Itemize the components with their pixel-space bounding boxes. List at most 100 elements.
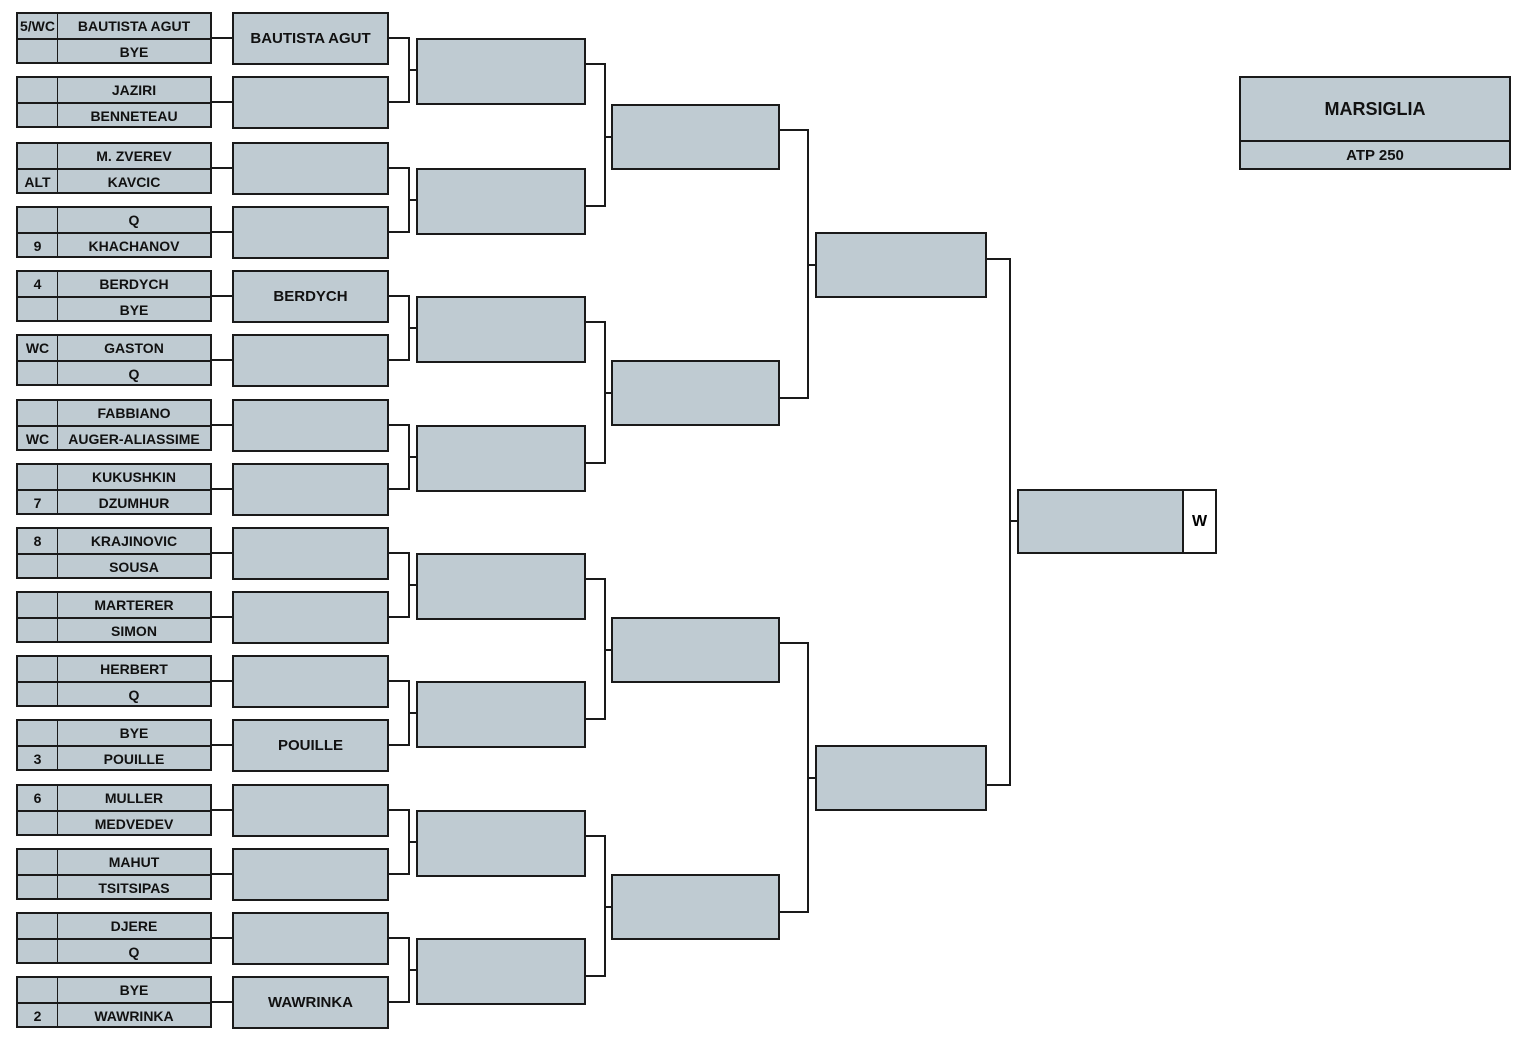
bracket-connector (604, 392, 611, 394)
round-of-16-slot (232, 334, 389, 387)
bracket-connector (389, 873, 410, 875)
player-name: WAWRINKA (94, 1008, 174, 1024)
seed-cell (18, 465, 58, 489)
player-row: BYE (18, 721, 210, 745)
bracket-connector (586, 578, 606, 580)
player-row: MEDVEDEV (18, 810, 210, 836)
player-row: JAZIRI (18, 78, 210, 102)
bracket-connector (389, 1001, 410, 1003)
bracket-connector (212, 295, 232, 297)
bracket-connector (212, 37, 232, 39)
bracket-connector (212, 616, 232, 618)
seed-cell: 3 (18, 747, 58, 771)
seed-cell: 5/WC (18, 14, 58, 38)
winner-label: W (1182, 489, 1217, 554)
seed-cell (18, 619, 58, 643)
player-name: KHACHANOV (88, 238, 180, 254)
bracket-connector (389, 937, 410, 939)
seed-cell (18, 657, 58, 681)
player-row: SOUSA (18, 553, 210, 579)
bracket-connector (212, 744, 232, 746)
bracket-connector (212, 937, 232, 939)
bracket-connector (586, 835, 606, 837)
bracket-connector (586, 321, 606, 323)
quarterfinal-slot (416, 296, 586, 363)
seed-cell (18, 104, 58, 128)
seed-cell: 9 (18, 234, 58, 258)
semifinal-slot (611, 617, 780, 683)
player-row: BYE (18, 978, 210, 1002)
bracket-connector (586, 462, 606, 464)
round-of-16-slot: POUILLE (232, 719, 389, 772)
bracket-connector (389, 37, 410, 39)
bracket-connector (389, 359, 410, 361)
bracket-connector (1009, 258, 1011, 786)
tournament-category: ATP 250 (1346, 146, 1404, 164)
bracket-connector (408, 69, 416, 71)
player-name: SOUSA (109, 559, 159, 575)
round-of-16-slot (232, 142, 389, 195)
bracket-connector (987, 258, 1011, 260)
seed-cell: 7 (18, 491, 58, 515)
player-name: DZUMHUR (98, 495, 170, 511)
player-row: Q (18, 360, 210, 386)
quarterfinal-slot (416, 425, 586, 492)
player-row: 3 POUILLE (18, 745, 210, 771)
quarterfinal-slot (416, 681, 586, 748)
round-of-16-slot: BAUTISTA AGUT (232, 12, 389, 65)
bracket-connector (408, 584, 416, 586)
player-row: 2 WAWRINKA (18, 1002, 210, 1028)
player-name: Q (128, 366, 140, 382)
seed-cell: 2 (18, 1004, 58, 1028)
bracket-connector (1009, 520, 1017, 522)
quarterfinal-slot (416, 938, 586, 1005)
seed-cell (18, 914, 58, 938)
player-row: MARTERER (18, 593, 210, 617)
player-name: MEDVEDEV (94, 816, 174, 832)
bracket-connector (780, 129, 809, 131)
player-row: KUKUSHKIN (18, 465, 210, 489)
player-row: HERBERT (18, 657, 210, 681)
final-slot (815, 232, 987, 298)
bracket-connector (212, 101, 232, 103)
champion-slot (1017, 489, 1184, 554)
semifinal-slot (611, 874, 780, 940)
player-row: M. ZVEREV (18, 144, 210, 168)
player-name: TSITSIPAS (98, 880, 170, 896)
seed-cell (18, 683, 58, 707)
bracket-connector (586, 205, 606, 207)
bracket-connector (408, 327, 416, 329)
bracket-connector (408, 456, 416, 458)
seed-cell (18, 144, 58, 168)
semifinal-slot (611, 104, 780, 170)
bracket-connector (212, 167, 232, 169)
bracket-connector (408, 199, 416, 201)
round-of-16-slot (232, 655, 389, 708)
bracket-connector (604, 649, 611, 651)
round-of-16-slot: BERDYCH (232, 270, 389, 323)
quarterfinal-slot (416, 553, 586, 620)
bracket-connector (212, 231, 232, 233)
bracket-connector (212, 873, 232, 875)
bracket-connector (780, 642, 809, 644)
seed-cell (18, 850, 58, 874)
tournament-name: MARSIGLIA (1241, 78, 1509, 142)
player-name: POUILLE (103, 751, 165, 767)
seed-cell (18, 78, 58, 102)
bracket-connector (586, 975, 606, 977)
round-of-16-slot (232, 206, 389, 259)
bracket-connector (389, 295, 410, 297)
